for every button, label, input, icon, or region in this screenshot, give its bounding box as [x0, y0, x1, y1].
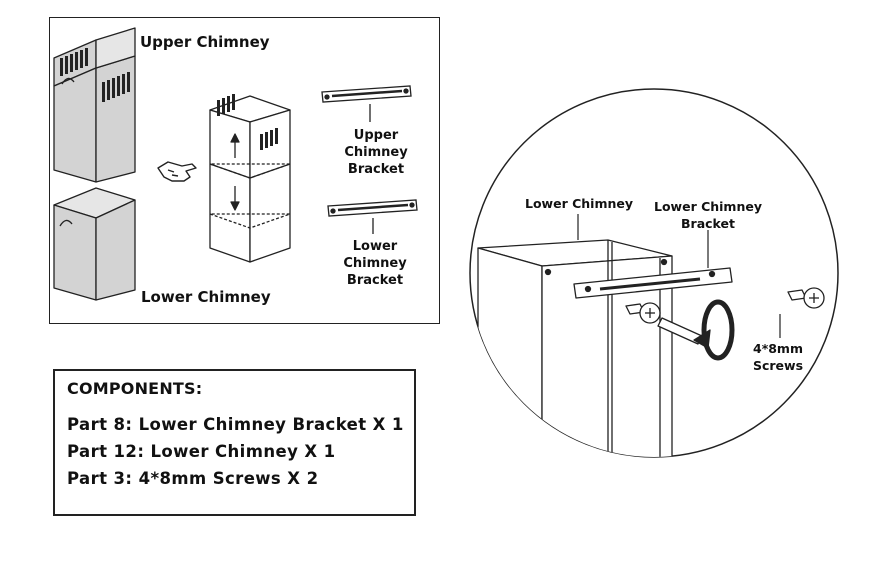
lower-bracket-label-line3: Bracket: [346, 273, 404, 288]
lower-bracket-label-line1: Lower: [352, 239, 398, 254]
component-part-row: Part 12: Lower Chimney X 1: [67, 442, 336, 461]
lower-chimney-label: Lower Chimney: [141, 288, 271, 306]
detail-bracket-label-line2: Bracket: [681, 216, 735, 231]
screw-right: [787, 287, 825, 309]
chimney-parts-panel: [49, 17, 440, 324]
screws-label-line2: Screws: [752, 358, 804, 373]
assembled-chimney: [209, 94, 291, 263]
screws-label-line1: 4*8mm: [753, 341, 803, 356]
upper-chimney-bracket: [321, 85, 412, 122]
lower-bracket-label-line2: Chimney: [343, 256, 407, 271]
detail-bracket-label-line1: Lower Chimney: [653, 199, 762, 214]
lower-chimney-piece: [53, 187, 136, 301]
component-part-row: Part 3: 4*8mm Screws X 2: [67, 469, 319, 488]
component-part-row: Part 8: Lower Chimney Bracket X 1: [67, 415, 404, 434]
detail-lower-chimney-label: Lower Chimney: [525, 196, 634, 211]
upper-chimney-label: Upper Chimney: [140, 33, 270, 51]
components-box: COMPONENTS: Part 8: Lower Chimney Bracke…: [53, 369, 416, 516]
screws-label: 4*8mm Screws: [746, 340, 810, 374]
upper-bracket-label: Upper Chimney Bracket: [342, 127, 410, 178]
upper-bracket-label-line2: Chimney: [344, 145, 408, 160]
detail-bracket-label: Lower Chimney Bracket: [650, 198, 766, 232]
screwdriver: [657, 299, 735, 361]
detail-circle: [469, 88, 839, 458]
lower-chimney-bracket: [327, 199, 418, 234]
screw-left: [625, 302, 661, 324]
pointing-hand-icon: [157, 161, 197, 182]
upper-bracket-label-line1: Upper: [353, 128, 399, 143]
components-title: COMPONENTS:: [67, 379, 203, 398]
lower-bracket-label: Lower Chimney Bracket: [341, 238, 409, 289]
upper-chimney-piece: [53, 27, 136, 183]
upper-bracket-label-line3: Bracket: [347, 162, 405, 177]
